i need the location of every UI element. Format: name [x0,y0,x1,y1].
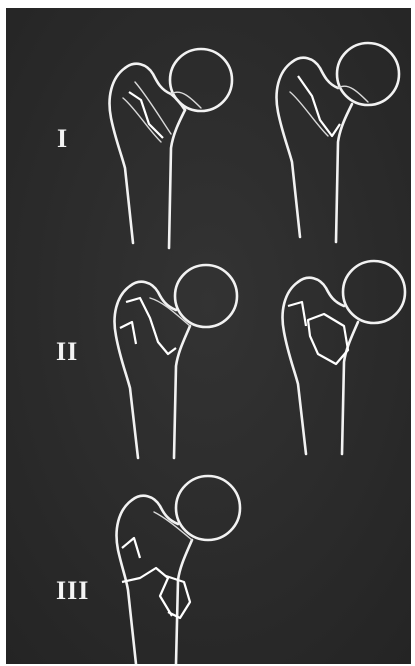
xray-plate: I II III [6,8,411,664]
type-label-II: II [56,339,78,365]
type-label-I: I [57,126,68,152]
fracture-diagram [6,8,411,664]
type-label-III: III [56,578,89,604]
